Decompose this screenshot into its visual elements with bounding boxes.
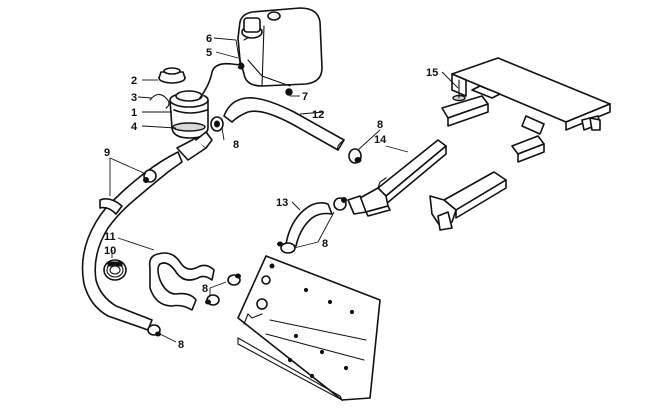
callout-8: 8 bbox=[178, 339, 184, 351]
hose-clamp bbox=[210, 116, 224, 132]
surge-tank bbox=[169, 90, 209, 139]
leader-lines bbox=[109, 37, 459, 343]
callout-11: 11 bbox=[104, 231, 116, 243]
callout-6: 6 bbox=[206, 33, 212, 45]
callout-5: 5 bbox=[206, 47, 212, 59]
callout-14: 14 bbox=[374, 134, 387, 146]
callout-3: 3 bbox=[131, 92, 137, 104]
tunnel-panel bbox=[237, 255, 381, 402]
hose-clamp bbox=[348, 148, 362, 164]
spring-band-10 bbox=[103, 259, 127, 281]
screw-15 bbox=[452, 79, 466, 102]
hose-clamp bbox=[205, 294, 220, 306]
callout-7: 7 bbox=[302, 91, 308, 103]
bolt-6 bbox=[237, 62, 245, 70]
hose-9-end bbox=[99, 198, 123, 215]
hose-12 bbox=[223, 96, 345, 151]
callouts: 2 3 1 4 6 5 7 8 12 9 8 14 15 13 8 11 10 … bbox=[104, 33, 438, 351]
callout-8: 8 bbox=[377, 119, 383, 131]
overflow-hose bbox=[199, 62, 241, 99]
connector-tube bbox=[347, 195, 367, 215]
callout-10: 10 bbox=[104, 245, 116, 257]
callout-9: 9 bbox=[104, 147, 110, 159]
callout-2: 2 bbox=[131, 75, 137, 87]
callout-15: 15 bbox=[426, 67, 438, 79]
heat-exchanger-14 bbox=[359, 139, 447, 217]
callout-1: 1 bbox=[131, 107, 137, 119]
hose-clamp bbox=[333, 197, 347, 211]
spring-clip bbox=[149, 93, 170, 109]
callout-4: 4 bbox=[131, 121, 138, 133]
callout-8: 8 bbox=[322, 238, 328, 250]
heat-exchanger-lower bbox=[429, 171, 507, 231]
hose-11 bbox=[148, 252, 215, 311]
grommet-7 bbox=[285, 88, 293, 96]
hose-clamp bbox=[227, 273, 241, 286]
heat-exchanger-15 bbox=[441, 57, 611, 163]
radiator-cap bbox=[158, 67, 186, 84]
hose-clamp bbox=[147, 324, 161, 337]
callout-8: 8 bbox=[233, 139, 239, 151]
hose-9 bbox=[81, 151, 183, 331]
callout-12: 12 bbox=[312, 109, 324, 121]
callout-8: 8 bbox=[202, 283, 208, 295]
hose-13 bbox=[285, 202, 333, 247]
hose-clamp bbox=[277, 241, 296, 254]
outlet-fitting bbox=[176, 131, 213, 161]
callout-13: 13 bbox=[276, 197, 288, 209]
reservoir-tank bbox=[237, 7, 323, 87]
hose-clamp bbox=[143, 169, 157, 183]
